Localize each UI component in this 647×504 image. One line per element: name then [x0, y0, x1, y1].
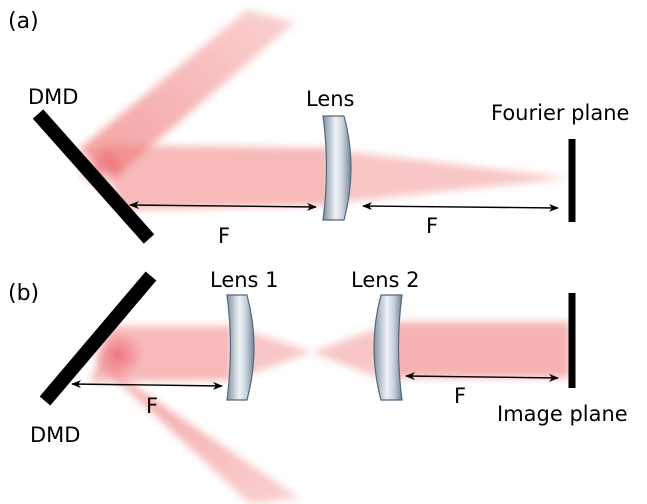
panel-a-fourier-plane-label: Fourier plane [491, 101, 629, 125]
panel-a-converging-beam [335, 150, 568, 203]
panel-b-tag: (b) [8, 281, 39, 306]
panel-a-distance-arrow-2 [362, 202, 559, 212]
panel-a-dmd-label: DMD [28, 85, 78, 109]
panel-b-distance-arrow-1 [71, 380, 223, 390]
panel-b-lens-2-label: Lens 2 [351, 268, 420, 292]
panel-b-lens-1 [226, 294, 255, 401]
panel-b-lens-1-label: Lens 1 [210, 268, 279, 292]
panel-a-main-beam [100, 145, 330, 210]
panel-b-dmd-label: DMD [30, 423, 80, 447]
panel-b-collimated-beam [390, 322, 570, 378]
panel-a-lens [322, 115, 352, 221]
panel-b-focusing-beam [240, 328, 378, 378]
panel-a: (a) DMD Lens Fourier plane F F [8, 9, 629, 248]
panel-a-diffracted-beam [78, 10, 295, 175]
panel-b-diffracted-beam [96, 360, 300, 504]
panel-b-dmd-hotspot [92, 331, 144, 379]
panel-b-lens-2 [373, 294, 403, 401]
panel-a-tag: (a) [8, 9, 39, 34]
panel-b-distance-arrow-2 [405, 372, 559, 382]
panel-b-image-plane-label: Image plane [497, 402, 628, 426]
panel-a-distance-label-1: F [218, 224, 230, 248]
panel-b-dmd-mirror [39, 271, 157, 406]
panel-b-distance-label-1: F [146, 394, 158, 418]
panel-b: (b) Lens 1 Lens 2 F F Image plane DMD [8, 268, 628, 504]
panel-a-lens-label: Lens [306, 87, 355, 111]
panel-a-distance-label-2: F [426, 214, 438, 238]
panel-a-dmd-mirror [32, 109, 155, 244]
panel-b-distance-label-2: F [454, 384, 466, 408]
panel-a-distance-arrow-1 [129, 201, 317, 211]
